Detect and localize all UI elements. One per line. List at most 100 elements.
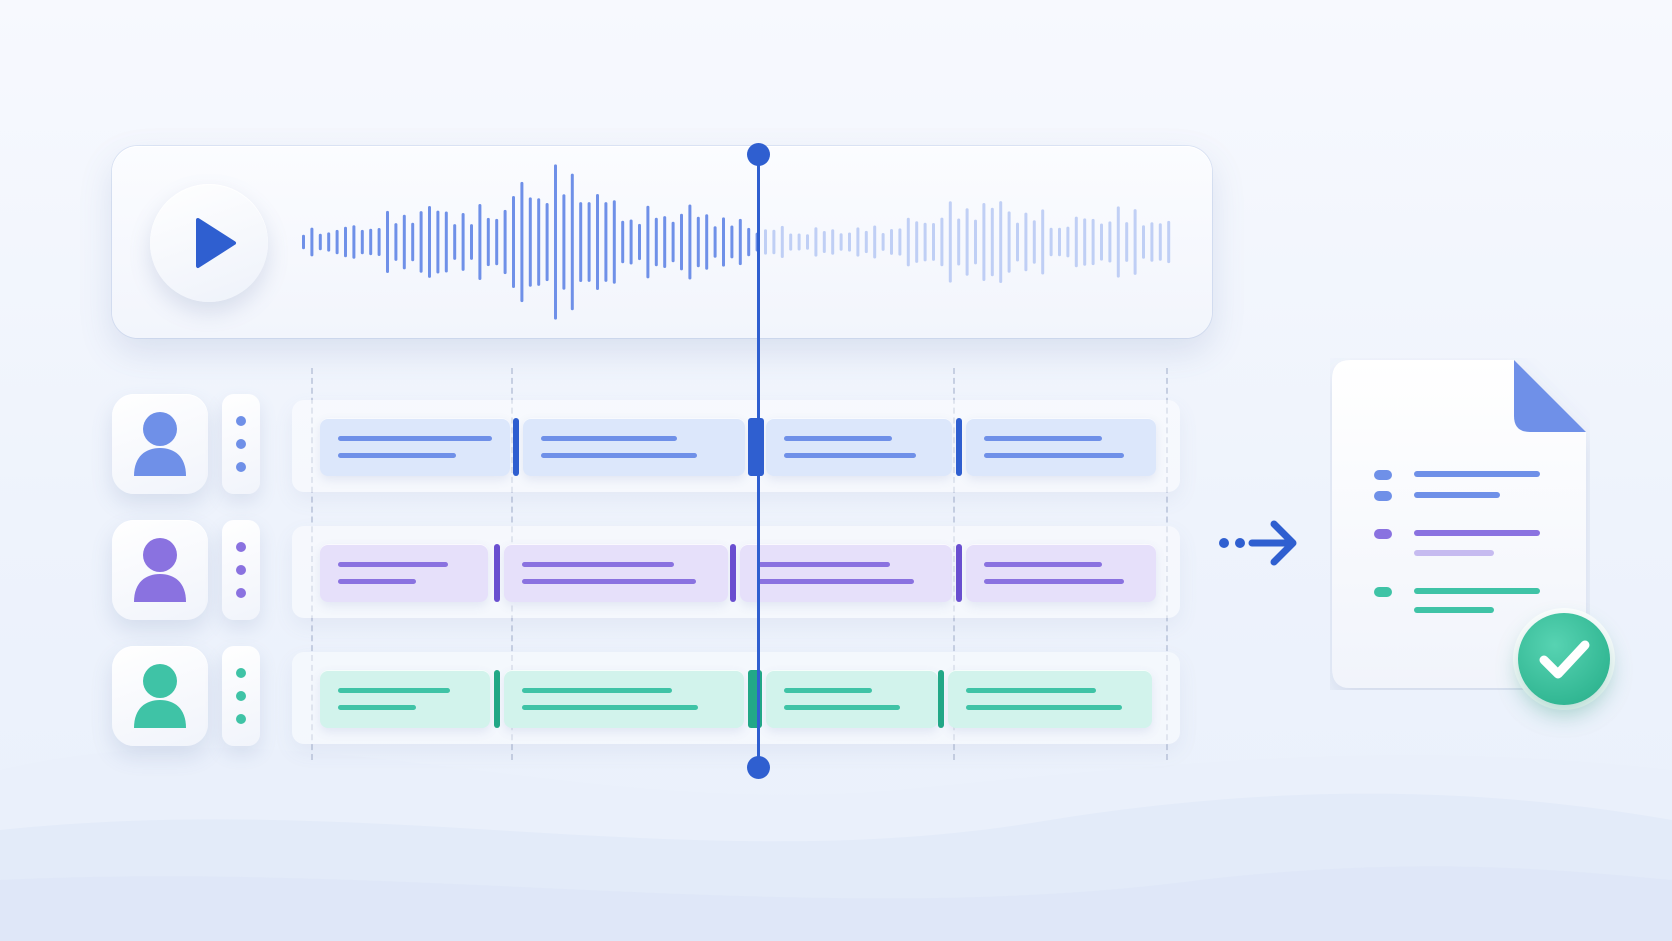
speaker-2-more-button[interactable] bbox=[222, 520, 260, 620]
waveform-bar bbox=[873, 225, 877, 259]
text-line bbox=[338, 688, 450, 693]
waveform-bar bbox=[1116, 206, 1120, 278]
waveform-bar bbox=[604, 202, 608, 282]
waveform-bar bbox=[881, 233, 885, 251]
waveform-bar bbox=[537, 198, 541, 286]
waveform-bar bbox=[377, 228, 381, 256]
waveform-bar bbox=[680, 213, 683, 271]
transcript-segment[interactable] bbox=[523, 418, 745, 476]
playhead-top-handle[interactable] bbox=[747, 143, 770, 166]
user-icon bbox=[134, 538, 186, 602]
transcript-segment[interactable] bbox=[320, 544, 488, 602]
more-vertical-icon bbox=[236, 565, 246, 575]
waveform-bar bbox=[520, 181, 524, 303]
waveform-bar bbox=[436, 210, 440, 274]
segment-boundary[interactable] bbox=[748, 418, 764, 476]
waveform-bar bbox=[486, 217, 490, 267]
transcript-segment[interactable] bbox=[504, 544, 728, 602]
text-line bbox=[522, 579, 696, 584]
audio-waveform[interactable] bbox=[302, 146, 1182, 338]
waveform-bar bbox=[688, 204, 692, 280]
playhead-bottom-handle[interactable] bbox=[747, 756, 770, 779]
transcript-segment[interactable] bbox=[320, 670, 490, 728]
text-line bbox=[338, 562, 448, 567]
waveform-bar bbox=[814, 227, 818, 257]
waveform-bar bbox=[1074, 216, 1078, 268]
transcript-segment[interactable] bbox=[766, 670, 938, 728]
user-icon bbox=[134, 412, 186, 476]
waveform-bar bbox=[344, 226, 347, 258]
speaker-2-avatar[interactable] bbox=[112, 520, 208, 620]
waveform-bar bbox=[696, 216, 700, 268]
segment-boundary[interactable] bbox=[494, 544, 500, 602]
more-vertical-icon bbox=[236, 691, 246, 701]
play-button[interactable] bbox=[150, 184, 268, 302]
waveform-bar bbox=[940, 217, 944, 267]
text-line bbox=[758, 579, 914, 584]
waveform-bar bbox=[1142, 225, 1145, 259]
waveform-bar bbox=[948, 201, 952, 283]
speaker-1-avatar[interactable] bbox=[112, 394, 208, 494]
text-line bbox=[984, 436, 1102, 441]
waveform-bar bbox=[621, 220, 625, 264]
timeline-gridline bbox=[953, 368, 955, 760]
waveform-bar bbox=[310, 227, 314, 257]
speaker-1-more-button[interactable] bbox=[222, 394, 260, 494]
transcript-document[interactable] bbox=[1330, 358, 1590, 690]
play-icon bbox=[196, 218, 236, 268]
waveform-bar bbox=[848, 232, 851, 252]
waveform-bar bbox=[512, 196, 515, 288]
waveform-bar bbox=[302, 234, 305, 250]
playhead[interactable] bbox=[757, 155, 760, 767]
waveform-bar bbox=[1007, 211, 1011, 273]
waveform-bar bbox=[965, 208, 969, 276]
text-line bbox=[984, 562, 1102, 567]
waveform-bar bbox=[1024, 212, 1028, 272]
waveform-bar bbox=[764, 229, 767, 255]
segment-boundary[interactable] bbox=[494, 670, 500, 728]
waveform-bar bbox=[545, 203, 549, 282]
waveform-bar bbox=[562, 194, 566, 290]
waveform-bar bbox=[806, 234, 809, 250]
segment-boundary[interactable] bbox=[956, 418, 962, 476]
waveform-bar bbox=[1158, 223, 1162, 261]
segment-boundary[interactable] bbox=[513, 418, 519, 476]
waveform-bar bbox=[495, 218, 499, 266]
waveform-bar bbox=[932, 223, 935, 261]
waveform-bar bbox=[906, 217, 910, 267]
audio-player bbox=[112, 146, 1212, 338]
waveform-bar bbox=[478, 204, 482, 280]
text-line bbox=[984, 453, 1124, 458]
waveform-bar bbox=[822, 231, 826, 253]
waveform-bar bbox=[419, 211, 423, 273]
text-line bbox=[784, 436, 892, 441]
waveform-bar bbox=[461, 213, 465, 271]
speaker-3-avatar[interactable] bbox=[112, 646, 208, 746]
arrow-right-icon bbox=[1219, 520, 1297, 566]
transcript-segment[interactable] bbox=[966, 418, 1156, 476]
success-badge bbox=[1518, 613, 1610, 705]
waveform-bar bbox=[570, 173, 574, 311]
waveform-bar bbox=[864, 230, 868, 254]
waveform-bar bbox=[1167, 220, 1171, 264]
waveform-bar bbox=[1091, 218, 1095, 266]
speaker-3-more-button[interactable] bbox=[222, 646, 260, 746]
waveform-bar bbox=[612, 200, 616, 284]
transcript-segment[interactable] bbox=[320, 418, 510, 476]
segment-boundary[interactable] bbox=[956, 544, 962, 602]
transcript-segment[interactable] bbox=[740, 544, 952, 602]
segment-boundary[interactable] bbox=[730, 544, 736, 602]
transcript-segment[interactable] bbox=[966, 544, 1156, 602]
waveform-bar bbox=[1041, 209, 1045, 275]
transcript-segment[interactable] bbox=[766, 418, 952, 476]
more-vertical-icon bbox=[236, 462, 246, 472]
waveform-bar bbox=[428, 206, 431, 278]
segment-boundary[interactable] bbox=[938, 670, 944, 728]
transcript-segment[interactable] bbox=[948, 670, 1152, 728]
transcript-segment[interactable] bbox=[504, 670, 744, 728]
waveform-bar bbox=[1016, 222, 1019, 262]
waveform-bar bbox=[780, 225, 784, 258]
waveform-bar bbox=[890, 229, 893, 255]
waveform-bar bbox=[705, 214, 709, 270]
text-line bbox=[338, 579, 416, 584]
